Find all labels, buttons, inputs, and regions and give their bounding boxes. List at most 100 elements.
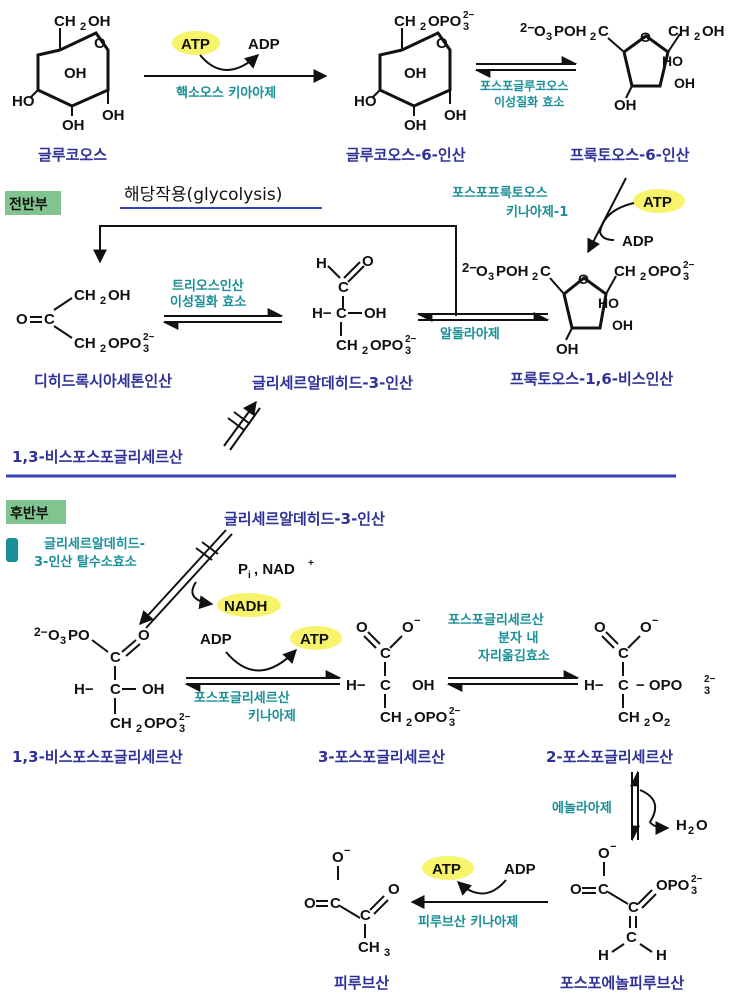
glucose-structure: CH 2 OH O OH OH HO OH — [12, 13, 125, 134]
svg-text:+: + — [308, 558, 314, 569]
svg-text:CH: CH — [358, 939, 380, 956]
svg-text:2−: 2− — [463, 10, 475, 21]
svg-text:O: O — [138, 627, 150, 644]
svg-text:OH: OH — [108, 287, 131, 304]
svg-text:ATP: ATP — [432, 861, 461, 878]
svg-text:OH: OH — [412, 677, 435, 694]
svg-text:2: 2 — [590, 31, 596, 43]
svg-text:POH: POH — [496, 263, 529, 280]
svg-text:CH: CH — [74, 287, 96, 304]
svg-text:C: C — [338, 279, 349, 296]
svg-text:O: O — [578, 271, 589, 287]
second-half-badge — [6, 500, 66, 524]
svg-text:알돌라아제: 알돌라아제 — [440, 326, 500, 342]
first-half-badge — [5, 191, 61, 215]
svg-text:O: O — [534, 23, 546, 40]
svg-text:O: O — [388, 881, 400, 898]
svg-text:H−: H− — [74, 681, 94, 698]
svg-text:2−: 2− — [143, 332, 155, 343]
aldolase-step: 알돌라아제 — [93, 225, 550, 342]
svg-text:O: O — [304, 895, 316, 912]
svg-text:이성질화 효소: 이성질화 효소 — [170, 294, 246, 310]
svg-text:O: O — [570, 881, 582, 898]
svg-text:C: C — [110, 681, 121, 698]
g6p-label: 글루코오스-6-인산 — [346, 146, 466, 164]
svg-text:C: C — [110, 649, 121, 666]
svg-text:C: C — [336, 305, 347, 322]
svg-text:CH: CH — [618, 709, 640, 726]
svg-text:2: 2 — [362, 345, 368, 357]
svg-text:C: C — [598, 881, 609, 898]
svg-text:2: 2 — [694, 31, 700, 43]
svg-text:H: H — [598, 947, 609, 964]
svg-text:2−: 2− — [520, 20, 535, 35]
svg-text:HO: HO — [354, 93, 377, 110]
svg-text:O: O — [356, 619, 368, 636]
svg-text:3: 3 — [449, 717, 455, 729]
pep-label: 포스포에놀피루브산 — [560, 974, 684, 992]
svg-text:2−: 2− — [704, 674, 716, 685]
svg-text:포스포프룩토오스: 포스포프룩토오스 — [452, 186, 548, 201]
enolase-step: 에놀라아제 H 2 O — [552, 770, 708, 842]
svg-text:3: 3 — [691, 885, 697, 897]
f16bp-structure: 2− O 3 POH 2 C O CH 2 OPO 3 2− HO OH OH — [462, 260, 695, 358]
f6p-label: 프룩토오스-6-인산 — [570, 146, 690, 164]
svg-text:OPO: OPO — [370, 337, 404, 354]
g3p-structure: H O C H− C OH CH 2 OPO 3 2− — [312, 253, 417, 357]
pk-step: ATP ADP 피루브산 키나아제 — [410, 856, 548, 930]
svg-text:, NAD: , NAD — [254, 561, 295, 578]
svg-text:POH: POH — [554, 23, 587, 40]
first-half-label: 전반부 — [9, 196, 48, 213]
atp-highlight — [172, 31, 220, 55]
svg-text:C: C — [380, 645, 391, 662]
svg-text:CH: CH — [668, 23, 690, 40]
hexokinase-step: ATP ADP 핵소오스 키아아제 — [144, 31, 328, 101]
bpg-label: 1,3-비스포스포글리세르산 — [12, 748, 183, 766]
svg-text:ADP: ADP — [504, 861, 536, 878]
pgk-step: ADP ATP 포스포글리세르산 키나아제 — [184, 626, 342, 724]
svg-text:키나아제: 키나아제 — [248, 708, 296, 724]
svg-text:3: 3 — [488, 271, 494, 283]
svg-text:2−: 2− — [179, 712, 191, 723]
svg-text:OH: OH — [614, 97, 637, 114]
pg2-label: 2-포스포글리세르산 — [546, 748, 673, 766]
svg-text:PO: PO — [68, 627, 90, 644]
pfk-step: 포스포프룩토오스 키나아제-1 ATP ADP — [452, 177, 685, 254]
glucose-label: 글루코오스 — [38, 146, 107, 164]
svg-text:ATP: ATP — [643, 194, 672, 211]
svg-text:2−: 2− — [449, 706, 461, 717]
svg-text:OH: OH — [702, 23, 725, 40]
svg-text:OH: OH — [64, 65, 87, 82]
svg-text:분자 내: 분자 내 — [498, 630, 538, 646]
svg-text:2−: 2− — [405, 334, 417, 345]
svg-text:O: O — [696, 817, 708, 834]
svg-text:2: 2 — [644, 717, 650, 729]
pg2-structure: O C O − H− C − OPO 3 2− CH 2 O 2 — [584, 615, 716, 729]
dhap-structure: CH 2 OH O C CH 2 OPO 3 2− — [16, 287, 155, 355]
svg-text:OH: OH — [88, 13, 111, 30]
adp-label: ADP — [248, 36, 280, 53]
dhap-label: 디히드록시아세톤인산 — [34, 372, 172, 390]
svg-text:O: O — [436, 35, 448, 52]
svg-text:O: O — [16, 311, 28, 328]
svg-text:O: O — [640, 29, 651, 45]
atp-label: ATP — [181, 36, 210, 53]
svg-text:2−: 2− — [691, 874, 703, 885]
svg-text:키나아제-1: 키나아제-1 — [506, 204, 568, 220]
svg-text:OPO: OPO — [108, 335, 142, 352]
svg-text:3: 3 — [143, 343, 149, 355]
svg-text:OPO: OPO — [428, 13, 462, 30]
svg-text:3: 3 — [704, 685, 710, 697]
svg-text:OPO: OPO — [144, 715, 178, 732]
svg-text:P: P — [238, 561, 248, 578]
pgi-step: 포스포글루코오스 이성질화 효소 — [474, 56, 578, 109]
svg-text:HO: HO — [12, 93, 35, 110]
svg-text:OPO: OPO — [648, 263, 682, 280]
svg-text:CH: CH — [336, 337, 358, 354]
svg-text:O: O — [362, 253, 374, 270]
svg-text:OH: OH — [612, 317, 633, 333]
svg-text:이성질화 효소: 이성질화 효소 — [494, 94, 564, 109]
svg-text:C: C — [618, 677, 629, 694]
svg-text:2: 2 — [406, 717, 412, 729]
